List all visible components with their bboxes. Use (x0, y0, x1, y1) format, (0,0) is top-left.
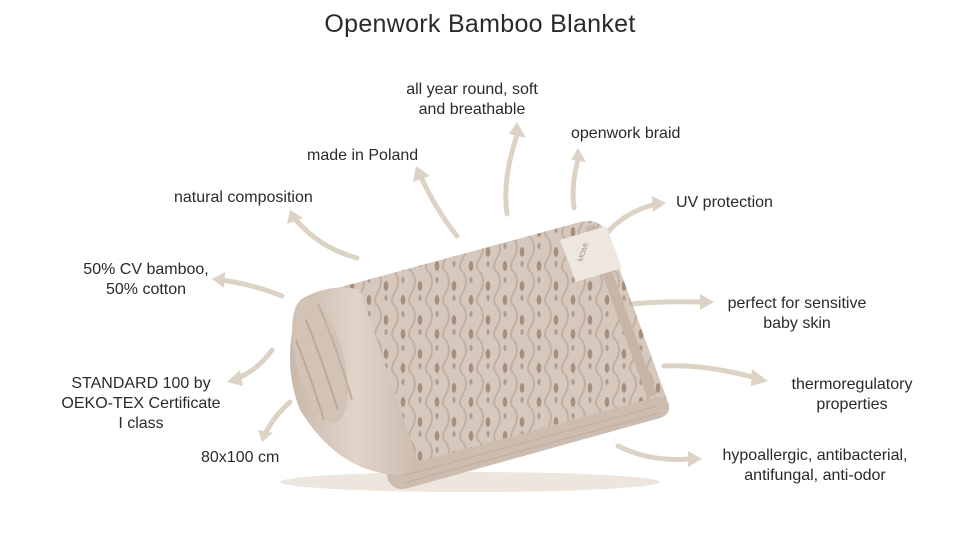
feature-thermoregulatory: thermoregulatory properties (772, 375, 932, 415)
arrow-sensitive-head (700, 294, 714, 310)
feature-sensitive-line-2: baby skin (763, 315, 831, 332)
arrow-oeko (233, 347, 275, 382)
feature-sensitive: perfect for sensitive baby skin (712, 294, 882, 334)
feature-hypoallergic-line-2: antifungal, anti-odor (744, 467, 886, 484)
blanket-border (388, 396, 669, 489)
feature-thermoregulatory-line-1: thermoregulatory (791, 376, 913, 393)
arrow-thermo-head (751, 369, 768, 386)
feature-composition-line-1: 50% CV bamboo, (83, 261, 209, 278)
arrow-hypo-head (688, 451, 702, 467)
feature-made-in: made in Poland (307, 147, 419, 164)
feature-oeko-tex-line-2: OEKO-TEX Certificate (61, 395, 221, 412)
feature-year-round-line-2: and breathable (418, 101, 526, 118)
brand-tag (560, 226, 622, 282)
feature-oeko-tex-line-3: I class (118, 415, 164, 432)
arrow-composition-head (212, 272, 225, 288)
feature-year-round: all year round, soft and breathable (392, 80, 552, 120)
arrow-sensitive (629, 299, 705, 307)
arrow-composition (219, 277, 285, 299)
arrow-made-in-head (413, 166, 430, 182)
arrow-uv-head (652, 196, 666, 212)
feature-oeko-tex-line-1: STANDARD 100 by (71, 375, 211, 392)
arrow-year-round (503, 132, 520, 217)
feature-hypoallergic-line-1: hypoallergic, antibacterial, (722, 447, 908, 464)
feature-composition: 50% CV bamboo, 50% cotton (66, 260, 226, 300)
callout-arrows (219, 132, 759, 462)
arrow-hypo (615, 443, 693, 462)
feature-uv: UV protection (676, 194, 773, 211)
arrow-uv (605, 201, 659, 235)
arrow-natural-head (287, 210, 303, 224)
feature-natural: natural composition (174, 189, 313, 206)
arrow-year-round-head (509, 122, 526, 138)
blanket: MOMI (280, 221, 669, 492)
feature-openwork-braid: openwork braid (571, 125, 681, 142)
arrow-thermo (661, 363, 759, 381)
feature-oeko-tex: STANDARD 100 by OEKO-TEX Certificate I c… (46, 374, 236, 434)
arrow-openwork-head (571, 148, 586, 162)
arrow-heads (212, 122, 768, 467)
feature-size: 80x100 cm (201, 449, 280, 466)
page-title: Openwork Bamboo Blanket (324, 10, 636, 38)
arrow-size (263, 399, 293, 435)
arrow-size-head (258, 430, 273, 442)
feature-hypoallergic: hypoallergic, antibacterial, antifungal,… (700, 446, 930, 486)
arrow-made-in (417, 172, 460, 239)
feature-composition-line-2: 50% cotton (105, 281, 187, 298)
arrow-natural (293, 217, 360, 261)
feature-sensitive-line-1: perfect for sensitive (727, 295, 867, 312)
arrow-openwork (570, 157, 581, 211)
feature-year-round-line-1: all year round, soft (406, 81, 538, 98)
feature-thermoregulatory-line-2: properties (816, 396, 888, 413)
arrow-oeko-head (227, 370, 243, 386)
